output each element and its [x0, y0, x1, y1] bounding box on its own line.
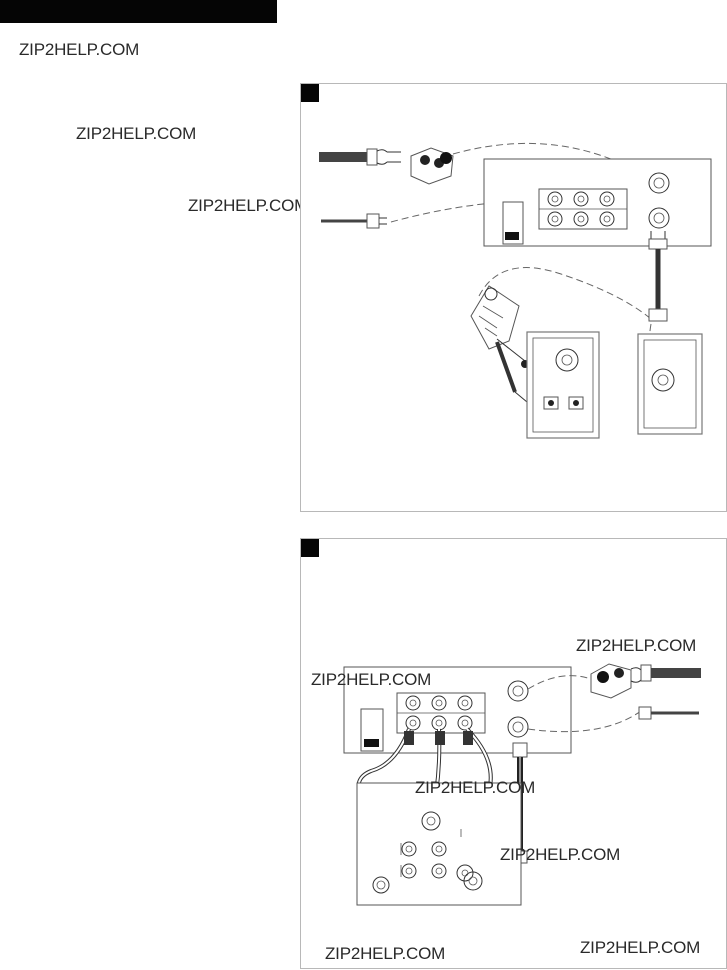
figure-panel-top — [300, 83, 727, 512]
figure-panel-bottom — [300, 538, 727, 969]
watermark-text: ZIP2HELP.COM — [580, 938, 701, 957]
watermark-text: ZIP2HELP.COM — [19, 40, 140, 59]
wall-plate-icon — [526, 331, 600, 439]
plug-cable-icon — [590, 663, 701, 699]
coax-cable-icon — [648, 231, 668, 322]
watermark-text: ZIP2HELP.COM — [76, 124, 197, 143]
vcr-back-panel-icon — [343, 666, 572, 754]
header-bar — [0, 0, 277, 23]
coax-cable-icon — [321, 213, 387, 229]
watermark-text: ZIP2HELP.COM — [576, 636, 697, 655]
splitter-icon — [410, 147, 454, 185]
vcr-back-panel-icon — [483, 158, 712, 247]
watermark-text: ZIP2HELP.COM — [325, 944, 446, 963]
figure-number-badge — [301, 539, 319, 557]
coax-cable-icon — [638, 706, 699, 720]
wall-plate-icon — [637, 333, 703, 435]
watermark-text: ZIP2HELP.COM — [415, 778, 536, 797]
plug-cable-icon — [319, 148, 401, 166]
tv-input-panel-icon — [356, 782, 522, 906]
figure-bottom-illustration — [343, 663, 701, 906]
antenna-switch-icon — [470, 285, 529, 403]
figure-top-illustration — [319, 142, 712, 439]
watermark-text: ZIP2HELP.COM — [311, 670, 432, 689]
figure-number-badge — [301, 84, 319, 102]
watermark-text: ZIP2HELP.COM — [500, 845, 621, 864]
watermark-text: ZIP2HELP.COM — [188, 196, 309, 215]
